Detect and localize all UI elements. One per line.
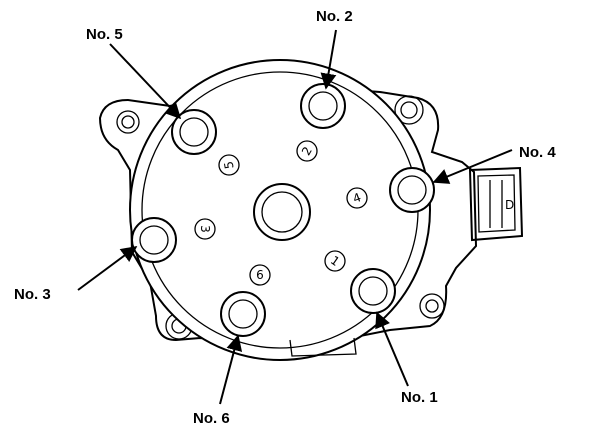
- arrow-no5: [109, 43, 182, 120]
- terminal-no4: [389, 167, 435, 213]
- leader-arrows: [77, 29, 513, 405]
- arrow-no1: [375, 311, 409, 387]
- svg-text:6: 6: [256, 268, 264, 282]
- label-no4: No. 4: [519, 144, 556, 161]
- cap-marking-5: 5: [218, 154, 240, 176]
- label-no5: No. 5: [86, 26, 123, 43]
- cap-marking-6: 6: [249, 264, 271, 286]
- terminal-no2: [300, 83, 346, 129]
- terminal-no6: [220, 291, 266, 337]
- terminal-no3: [131, 217, 177, 263]
- cap-marking-3: 3: [194, 218, 216, 240]
- terminal-no1: [350, 268, 396, 314]
- center-terminal: [253, 183, 311, 241]
- mounting-ear-right-top: [394, 95, 424, 125]
- svg-text:3: 3: [198, 225, 212, 233]
- label-no1: No. 1: [401, 389, 438, 406]
- mounting-ear-right-bottom: [419, 293, 445, 319]
- connector-mark: D: [505, 198, 514, 212]
- cap-marking-4: 4: [346, 187, 368, 209]
- arrow-no4: [432, 149, 513, 184]
- mounting-ear-left: [116, 110, 140, 134]
- label-no6: No. 6: [193, 410, 230, 427]
- svg-text:5: 5: [221, 160, 236, 170]
- terminal-no5: [171, 109, 217, 155]
- label-no2: No. 2: [316, 8, 353, 25]
- arrow-no3: [77, 246, 138, 291]
- lower-tab: [289, 337, 357, 357]
- arrow-no6: [219, 334, 243, 405]
- arrow-no2: [320, 29, 337, 90]
- label-no3: No. 3: [14, 286, 51, 303]
- svg-text:4: 4: [351, 190, 363, 206]
- connector-block: D: [468, 166, 524, 242]
